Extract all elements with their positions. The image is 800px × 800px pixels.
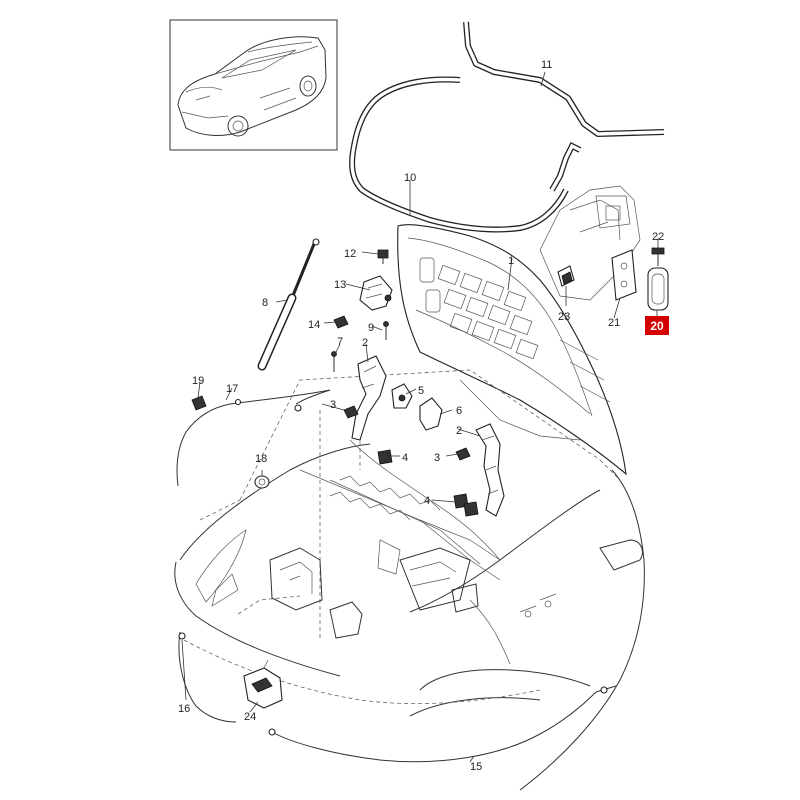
part-2-hinge-right — [475, 423, 505, 517]
cowl-grille-detail — [329, 475, 441, 521]
part-4-bolts-right — [453, 493, 479, 517]
callout-4-right: 4 — [424, 495, 430, 507]
callout-4-left: 4 — [402, 452, 408, 464]
part-10-hood-seal — [349, 76, 569, 233]
callout-2-left: 2 — [362, 337, 368, 349]
callout-19: 19 — [192, 375, 204, 387]
callout-24: 24 — [244, 711, 256, 723]
callout-3-right: 3 — [434, 452, 440, 464]
part-8-gas-strut — [257, 238, 320, 371]
part-22-screw — [651, 247, 665, 266]
callout-18: 18 — [255, 453, 267, 465]
engine-bay-components — [269, 519, 501, 639]
part-7-stud — [331, 351, 337, 372]
callout-10: 10 — [404, 172, 416, 184]
part-16-release-cable-lower — [178, 631, 237, 723]
callout-8: 8 — [262, 297, 268, 309]
part-5-latch — [391, 383, 413, 409]
fasteners — [191, 249, 479, 517]
part-15-release-cable-main — [268, 685, 617, 763]
part-18-grommet — [254, 475, 270, 489]
part-1-hood-panel — [397, 224, 627, 476]
part-9-screw — [383, 321, 389, 340]
part-11-seal-strip — [463, 21, 665, 192]
callout-2-right: 2 — [456, 425, 462, 437]
part-17-release-cable-upper — [176, 389, 331, 487]
part-13-hinge-upper — [359, 275, 393, 311]
callout-20-highlight: 20 — [645, 316, 669, 335]
hood-inner-frame-cells — [419, 257, 539, 360]
callout-16: 16 — [178, 703, 190, 715]
part-14-nut — [333, 315, 349, 329]
car-illustration — [177, 36, 327, 137]
callout-11: 11 — [541, 59, 552, 71]
callout-12: 12 — [344, 248, 356, 260]
part-23-clip — [557, 265, 575, 287]
callout-23: 23 — [558, 311, 570, 323]
callout-21: 21 — [608, 317, 620, 329]
callout-14: 14 — [308, 319, 320, 331]
part-24-latch-lock — [243, 659, 283, 709]
fender-bracket-area — [539, 185, 641, 301]
callout-15: 15 — [470, 761, 482, 773]
callout-labels: 11 10 1 12 13 14 8 9 7 2 5 6 3 4 3 4 2 1… — [178, 59, 664, 773]
callout-6: 6 — [456, 405, 462, 417]
part-2-hinge-left — [351, 355, 387, 441]
part-12-bolt — [377, 249, 389, 264]
callout-1: 1 — [508, 255, 514, 267]
callout-22: 22 — [652, 231, 664, 243]
callout-9: 9 — [368, 322, 374, 334]
callout-5: 5 — [418, 385, 424, 397]
callout-7: 7 — [337, 336, 343, 348]
part-19-clip — [191, 395, 207, 411]
part-6-striker — [419, 397, 443, 431]
callout-17: 17 — [226, 383, 238, 395]
part-3-nut-right — [455, 447, 471, 461]
part-4-bolt-left — [377, 449, 393, 465]
callout-20: 20 — [650, 319, 664, 333]
part-21-bracket — [611, 249, 637, 301]
part-20-cover — [647, 267, 669, 311]
callout-3-left: 3 — [330, 399, 336, 411]
leader-lines — [181, 71, 659, 763]
car-thumbnail-inset — [169, 19, 338, 151]
part-3-nut-left — [343, 405, 359, 419]
callout-13: 13 — [334, 279, 346, 291]
